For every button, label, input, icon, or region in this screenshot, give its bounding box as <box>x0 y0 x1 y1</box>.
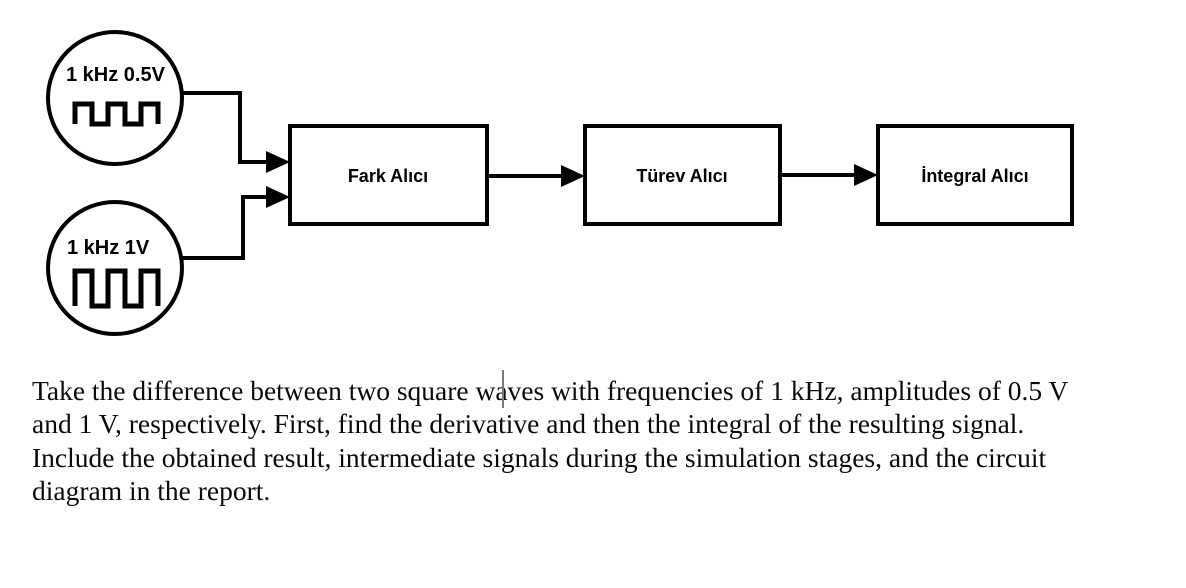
square-wave-icon <box>72 268 161 309</box>
text-caret <box>502 370 504 408</box>
square-wave-icon <box>72 101 161 127</box>
paragraph-line: Take the difference between two square w… <box>32 375 1069 406</box>
connector-source1-to-fark <box>182 91 290 173</box>
paragraph-line: and 1 V, respectively. First, find the d… <box>32 408 1025 440</box>
source-circle <box>46 200 184 336</box>
block-label: Türev Alıcı <box>636 166 727 186</box>
block-label: Fark Alıcı <box>348 166 428 186</box>
arrowhead-icon <box>561 165 585 187</box>
paragraph-line: diagram in the report. <box>32 475 271 507</box>
connector-line <box>182 195 268 260</box>
arrowhead-icon <box>266 151 290 173</box>
block-fark-alici: Fark Alıcı <box>288 124 489 226</box>
block-rect <box>583 124 782 226</box>
source-label: 1 kHz 1V <box>67 237 150 259</box>
block-label: İntegral Alıcı <box>921 166 1028 186</box>
block-rect <box>876 124 1074 226</box>
task-paragraph[interactable]: Take the difference between two square w… <box>32 374 1172 508</box>
connector-line <box>182 91 268 164</box>
source-circle <box>46 30 184 166</box>
connector-source2-to-fark <box>182 186 290 260</box>
block-integral-alici: İntegral Alıcı <box>876 124 1074 226</box>
source-label: 1 kHz 0.5V <box>66 64 166 86</box>
source-1khz-1v: 1 kHz 1V <box>46 200 184 336</box>
arrowhead-icon <box>266 186 290 208</box>
connector-fark-to-turev <box>487 165 585 187</box>
block-turev-alici: Türev Alıcı <box>583 124 782 226</box>
source-1khz-05v: 1 kHz 0.5V <box>46 30 184 166</box>
paragraph-line: Include the obtained result, intermediat… <box>32 441 1047 473</box>
arrowhead-icon <box>854 164 878 186</box>
connector-turev-to-integral <box>780 164 878 186</box>
block-diagram[interactable]: 1 kHz 0.5V 1 kHz 1V Fark Alıcı <box>0 0 1186 360</box>
